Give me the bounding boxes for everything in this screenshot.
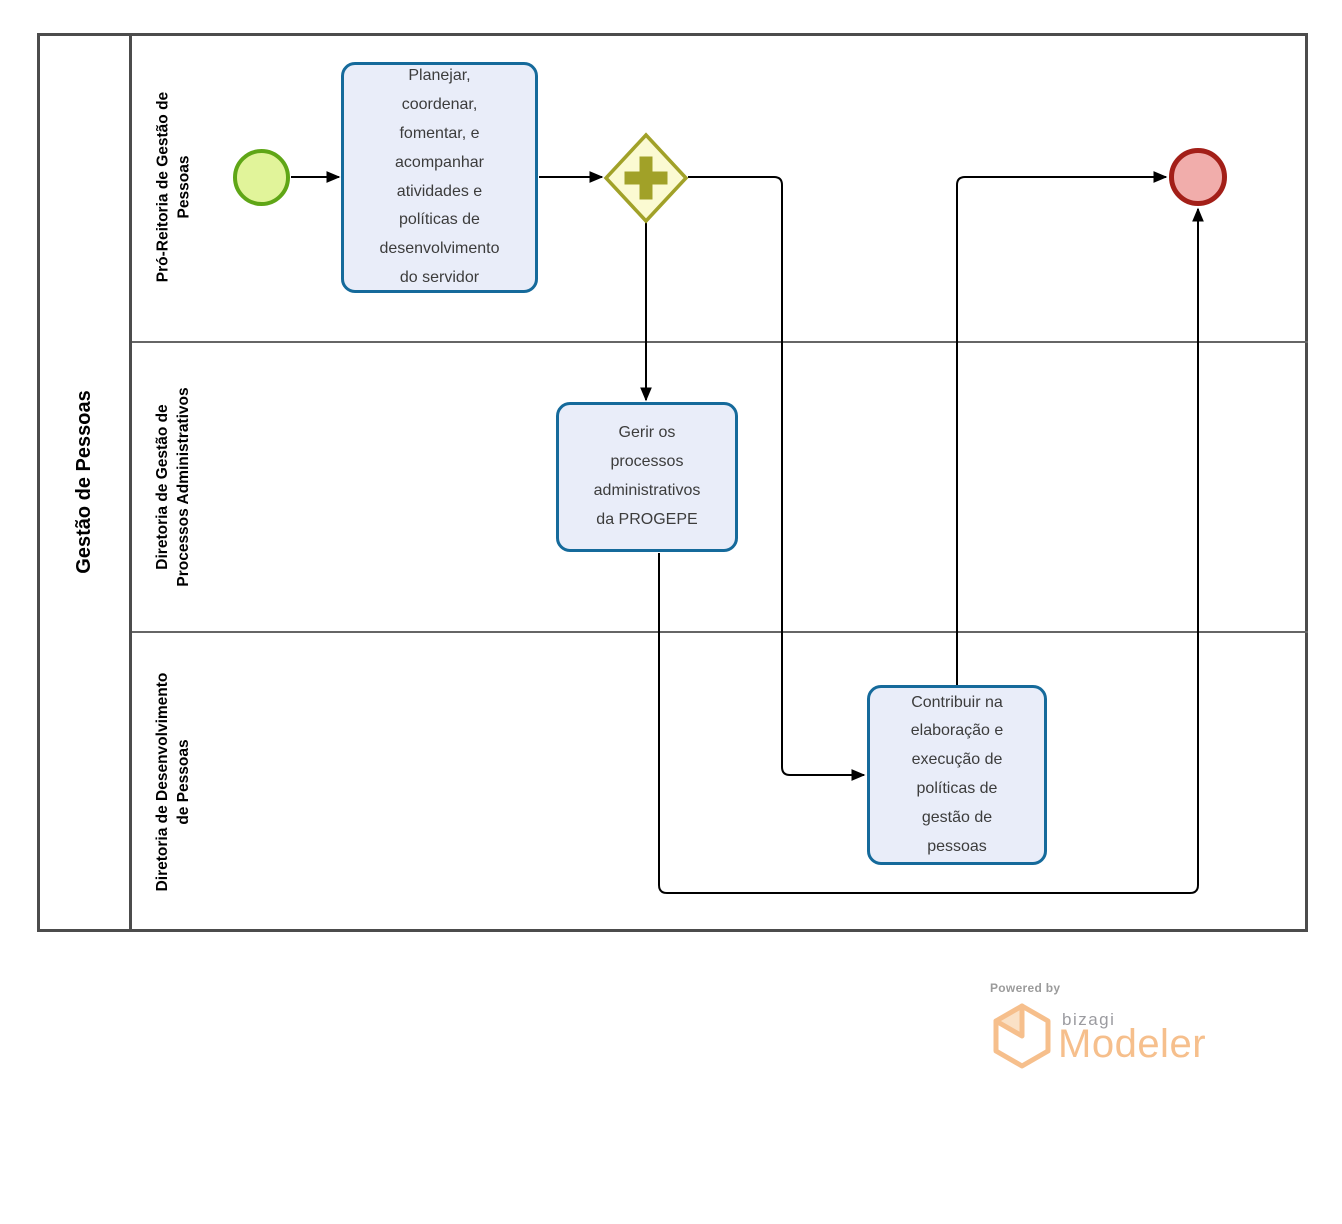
bizagi-logo-icon	[993, 1003, 1051, 1069]
end-event	[1169, 148, 1227, 206]
pool-title: Gestão de Pessoas	[72, 390, 95, 574]
lane-title-gestao-processos: Diretoria de Gestão de Processos Adminis…	[154, 387, 192, 587]
pool-label-divider	[129, 33, 132, 932]
modeler-wordmark: Modeler	[1058, 1022, 1207, 1066]
lane-divider-2	[132, 631, 1308, 633]
lane-title-desenvolvimento: Diretoria de Desenvolvimento de Pessoas	[154, 672, 192, 892]
bizagi-wordmark: bizagi	[1062, 1010, 1116, 1029]
task-gerir-label: Gerir os processos administrativos da PR…	[593, 424, 701, 528]
parallel-gateway-plus-icon	[624, 156, 668, 200]
task-contribuir: Contribuir na elaboração e execução de p…	[867, 685, 1047, 865]
powered-by-text: Powered by	[990, 981, 1061, 995]
lane-title-pro-reitoria: Pró-Reitoria de Gestão de Pessoas	[154, 91, 193, 283]
lane-divider-1	[132, 341, 1308, 343]
task-contribuir-label: Contribuir na elaboração e execução de p…	[910, 693, 1004, 855]
task-planejar-label: Planejar, coordenar, fomentar, e acompan…	[379, 67, 500, 286]
start-event	[233, 149, 290, 206]
task-gerir: Gerir os processos administrativos da PR…	[556, 402, 738, 552]
parallel-gateway	[603, 132, 689, 224]
task-planejar: Planejar, coordenar, fomentar, e acompan…	[341, 62, 538, 293]
pool-gestao-de-pessoas	[37, 33, 1308, 932]
